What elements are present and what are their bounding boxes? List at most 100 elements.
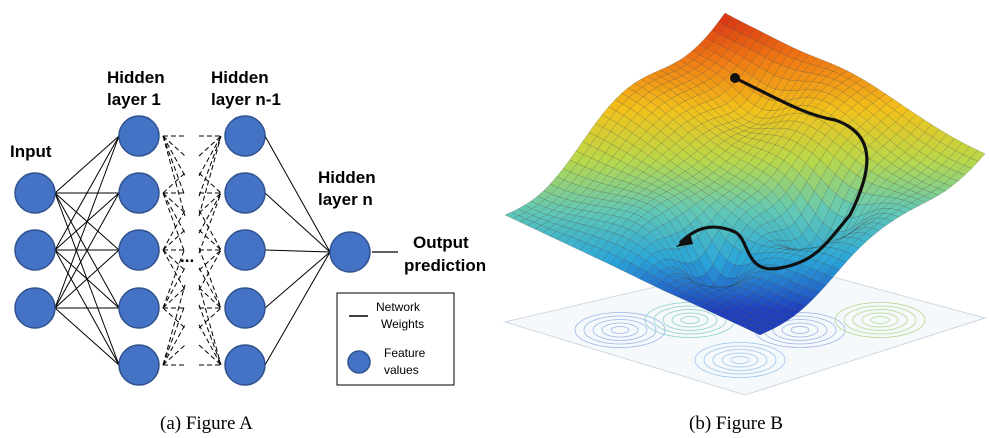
hidden-layer-n-1-node	[224, 287, 266, 329]
start-point-marker	[730, 73, 740, 83]
dashed-edge	[162, 344, 186, 366]
dashed-edge	[198, 247, 222, 309]
hidden-layer-1-label-line1: Hidden	[107, 68, 165, 87]
contour-line	[601, 322, 639, 338]
weight-edge	[54, 135, 120, 194]
dashed-edge	[198, 192, 222, 214]
contour-line	[852, 309, 908, 331]
weight-edge	[54, 192, 120, 309]
legend-feature-swatch	[347, 350, 371, 374]
dashed-edge	[162, 287, 186, 309]
contour-line	[671, 312, 709, 328]
dashed-edge	[198, 324, 222, 366]
figure-a-network-diagram: Input Hidden layer 1 Hidden layer n-1 Hi…	[10, 68, 486, 434]
input-node	[14, 287, 56, 329]
dashed-edge	[162, 135, 186, 217]
weight-edge	[264, 249, 331, 253]
network-nodes	[14, 115, 371, 386]
legend-weights-line1: Network	[376, 300, 421, 314]
dashed-edge	[198, 344, 222, 366]
figure-b-loss-surface: (b) Figure B	[503, 12, 987, 434]
hidden-layer-n-label-line1: Hidden	[318, 168, 376, 187]
hidden-layer-n-1-node	[224, 172, 266, 214]
surface-cell	[970, 149, 986, 162]
surface-mesh	[504, 12, 986, 336]
dashed-edge	[162, 135, 186, 177]
dashed-edge	[198, 304, 222, 366]
contour-line	[680, 316, 700, 324]
contour-line	[712, 349, 768, 371]
dashed-edge	[162, 172, 186, 194]
contour-line	[662, 309, 718, 331]
dashed-edge	[198, 192, 222, 254]
dashed-edge	[162, 192, 186, 234]
contour-line	[653, 305, 727, 335]
dashed-edge	[162, 284, 186, 366]
dashed-edge	[162, 249, 186, 271]
dashed-edge	[198, 135, 222, 157]
dashed-edge	[198, 229, 222, 251]
network-weight-edges	[54, 135, 331, 366]
contour-line	[870, 316, 890, 324]
weight-edge	[264, 135, 331, 253]
output-prediction-label-line2: prediction	[404, 256, 486, 275]
dashed-edge	[198, 172, 222, 194]
hidden-layer-n-label-line2: layer n	[318, 190, 373, 209]
legend: Network Weights Feature values	[336, 292, 455, 386]
dashed-edge	[198, 267, 222, 309]
hidden-layer-dashed-edges	[162, 135, 222, 366]
contour-line	[610, 326, 630, 334]
contour-line	[861, 312, 899, 328]
contour-line	[730, 356, 750, 364]
dashed-edge	[198, 192, 222, 234]
contour-line	[843, 305, 917, 335]
weight-edge	[264, 251, 331, 366]
hidden-layer-n-node	[329, 231, 371, 273]
weight-edge	[54, 307, 120, 366]
dashed-edge	[162, 247, 186, 309]
dashed-edge	[198, 135, 222, 217]
weight-edge	[54, 135, 120, 251]
hidden-layer-n-1-node	[224, 229, 266, 271]
hidden-layer-n-1-label-line2: layer n-1	[211, 90, 281, 109]
dashed-edge	[198, 249, 222, 271]
dashed-edge	[162, 229, 186, 251]
dashed-edge	[198, 307, 222, 329]
hidden-layer-1-node	[118, 287, 160, 329]
legend-weights-line2: Weights	[381, 317, 424, 331]
input-label: Input	[10, 142, 52, 161]
hidden-layer-n-1-label-line1: Hidden	[211, 68, 269, 87]
contour-line	[790, 326, 810, 334]
gradient-descent-path	[678, 76, 869, 271]
dashed-edge	[162, 209, 186, 251]
dashed-edge	[162, 307, 186, 329]
figure-b-caption: (b) Figure B	[689, 413, 783, 434]
weight-edge	[264, 192, 331, 253]
hidden-layer-1-label-line2: layer 1	[107, 90, 161, 109]
contour-line	[721, 352, 759, 368]
hidden-layer-1-node	[118, 115, 160, 157]
hidden-layer-n-1-node	[224, 344, 266, 386]
descent-path	[676, 73, 869, 271]
output-prediction-label-line1: Output	[413, 233, 469, 252]
legend-features-line1: Feature	[384, 346, 426, 360]
dashed-edge	[162, 135, 186, 197]
path-arrowhead	[676, 233, 693, 247]
hidden-layer-1-node	[118, 344, 160, 386]
contour-line	[781, 322, 819, 338]
ellipsis-label: ...	[180, 247, 194, 266]
weight-edge	[54, 135, 120, 309]
input-node	[14, 229, 56, 271]
dashed-edge	[162, 192, 186, 254]
contour-line	[772, 319, 828, 341]
weight-edge	[54, 249, 120, 309]
dashed-edge	[162, 135, 186, 157]
hidden-layer-1-node	[118, 172, 160, 214]
contour-line	[583, 315, 657, 345]
dashed-edge	[198, 135, 222, 177]
dashed-edge	[198, 284, 222, 366]
dashed-edge	[198, 287, 222, 309]
hidden-layer-n-1-node	[224, 115, 266, 157]
legend-features-line2: values	[384, 363, 419, 377]
